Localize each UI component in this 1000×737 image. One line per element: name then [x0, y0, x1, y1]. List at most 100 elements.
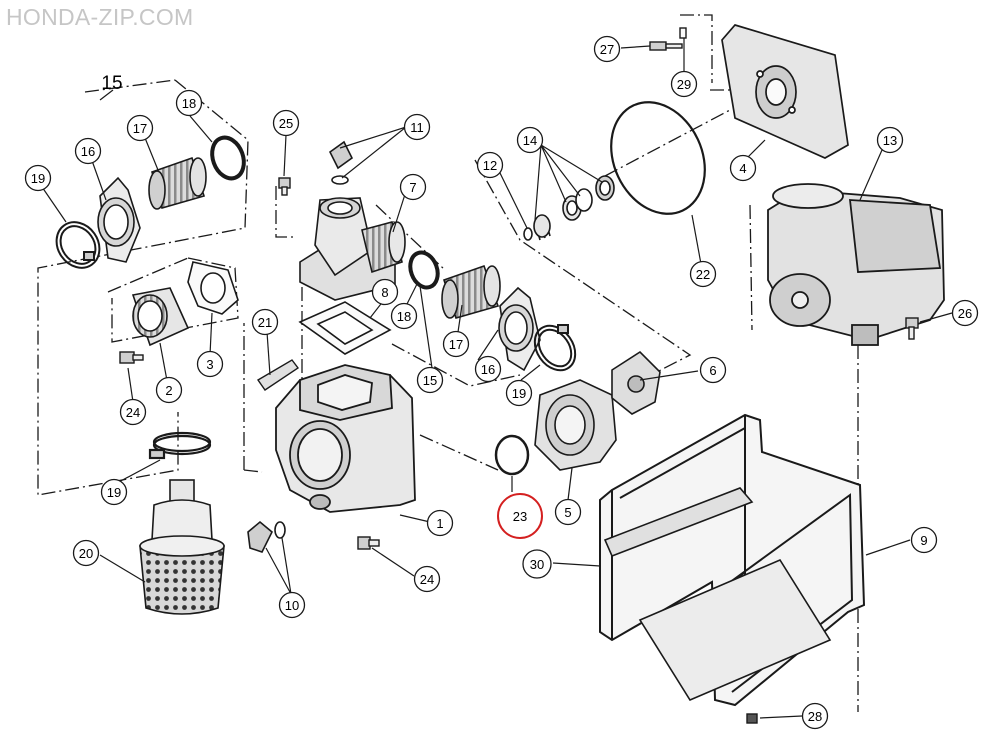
part-22-o-ring-large: [610, 101, 706, 215]
watermark: HONDA-ZIP.COM: [6, 4, 194, 30]
callout-15-circle-label: 15: [423, 373, 437, 388]
callout-24-lower-label: 24: [420, 572, 434, 587]
part-6-impeller: [611, 350, 661, 415]
callout-7: 7: [399, 173, 427, 201]
part-19-clamp-right: [533, 324, 577, 372]
callout-18-right-label: 18: [397, 309, 411, 324]
callout-1-label: 1: [436, 516, 443, 531]
part-17-hose-joint-upper: [148, 156, 207, 210]
part-23-o-ring: [494, 434, 530, 476]
part-2-flange: [131, 287, 190, 347]
callout-3-label: 3: [206, 357, 213, 372]
part-28-nut: [746, 713, 758, 724]
callout-28: 28: [801, 702, 829, 730]
callout-2-label: 2: [165, 383, 172, 398]
callout-26: 26: [951, 299, 979, 327]
part-26-bolt: [905, 317, 919, 340]
callout-24-left-label: 24: [126, 405, 140, 420]
part-20-strainer: [139, 479, 225, 615]
callout-21: 21: [251, 308, 279, 336]
callout-19-right: 19: [505, 379, 533, 407]
callout-8: 8: [371, 278, 399, 306]
callout-10-label: 10: [285, 598, 299, 613]
callout-21-label: 21: [258, 315, 272, 330]
part-16-hose-nut-right: [498, 286, 541, 372]
part-21-plate: [256, 359, 300, 391]
part-11-priming-cap: [328, 140, 354, 185]
callout-29: 29: [670, 70, 698, 98]
callout-27-label: 27: [600, 42, 614, 57]
callout-6: 6: [699, 356, 727, 384]
part-5-volute: [534, 379, 617, 471]
callout-5-label: 5: [564, 505, 571, 520]
callout-16-upper: 16: [74, 137, 102, 165]
callout-6-label: 6: [709, 363, 716, 378]
callout-13-label: 13: [883, 133, 897, 148]
callout-19-upper: 19: [24, 164, 52, 192]
part-27-bolt: [649, 41, 683, 51]
part-3-flange-gasket: [187, 261, 239, 315]
callout-12: 12: [476, 151, 504, 179]
callout-4: 4: [729, 154, 757, 182]
callout-27: 27: [593, 35, 621, 63]
callout-18-upper: 18: [175, 89, 203, 117]
callout-13: 13: [876, 126, 904, 154]
callout-4-label: 4: [739, 161, 746, 176]
part-4-cover: [721, 24, 849, 159]
callout-16-right: 16: [474, 355, 502, 383]
callout-22-label: 22: [696, 267, 710, 282]
callout-23-label: 23: [513, 509, 527, 524]
callout-15-circle: 15: [416, 366, 444, 394]
callout-20-label: 20: [79, 546, 93, 561]
callout-11: 11: [403, 113, 431, 141]
callout-14: 14: [516, 126, 544, 154]
callout-16-right-label: 16: [481, 362, 495, 377]
callout-19-lower: 19: [100, 478, 128, 506]
callout-15-plain-label: 15: [101, 73, 122, 94]
callout-17-right-label: 17: [449, 337, 463, 352]
part-24-bolt-lower: [357, 536, 380, 550]
part-29-washer: [679, 27, 687, 39]
callout-16-upper-label: 16: [81, 144, 95, 159]
part-24-bolt-left: [119, 351, 144, 364]
callout-24-lower: 24: [413, 565, 441, 593]
callout-12-label: 12: [483, 158, 497, 173]
callout-23-highlighted: 23: [497, 493, 543, 539]
part-25-bolt: [278, 177, 291, 196]
callout-22: 22: [689, 260, 717, 288]
callout-1: 1: [426, 509, 454, 537]
part-13-engine: [767, 183, 945, 346]
callout-19-right-label: 19: [512, 386, 526, 401]
part-16-hose-nut-upper: [97, 176, 141, 263]
callout-8-label: 8: [381, 285, 388, 300]
callout-10: 10: [278, 591, 306, 619]
callout-17-upper-label: 17: [133, 121, 147, 136]
part-1-pump-casing: [275, 364, 416, 513]
callout-30-label: 30: [530, 557, 544, 572]
callout-25: 25: [272, 109, 300, 137]
callout-19-upper-label: 19: [31, 171, 45, 186]
callout-2: 2: [155, 376, 183, 404]
callouts: 1 2 3 4 5 6 7 8 9 10 11 12 13 14 15 16 1…: [24, 35, 979, 730]
callout-25-label: 25: [279, 116, 293, 131]
callout-5: 5: [554, 498, 582, 526]
callout-9-label: 9: [920, 533, 927, 548]
callout-26-label: 26: [958, 306, 972, 321]
callout-14-label: 14: [523, 133, 537, 148]
callout-11-label: 11: [410, 120, 424, 135]
part-8-gasket: [298, 301, 392, 355]
callout-18-right: 18: [390, 302, 418, 330]
part-19-clamp-lower: [148, 431, 212, 460]
callout-19-lower-label: 19: [107, 485, 121, 500]
callout-9: 9: [910, 526, 938, 554]
callout-29-label: 29: [677, 77, 691, 92]
callout-30: 30: [522, 549, 552, 579]
part-7-discharge-fitting: [299, 197, 406, 301]
part-30-crossbar: [603, 487, 832, 702]
part-18-gasket-right: [408, 250, 440, 290]
part-14-mechanical-seal: [533, 175, 615, 238]
callout-7-label: 7: [409, 180, 416, 195]
part-19-clamp-upper: [55, 221, 101, 269]
